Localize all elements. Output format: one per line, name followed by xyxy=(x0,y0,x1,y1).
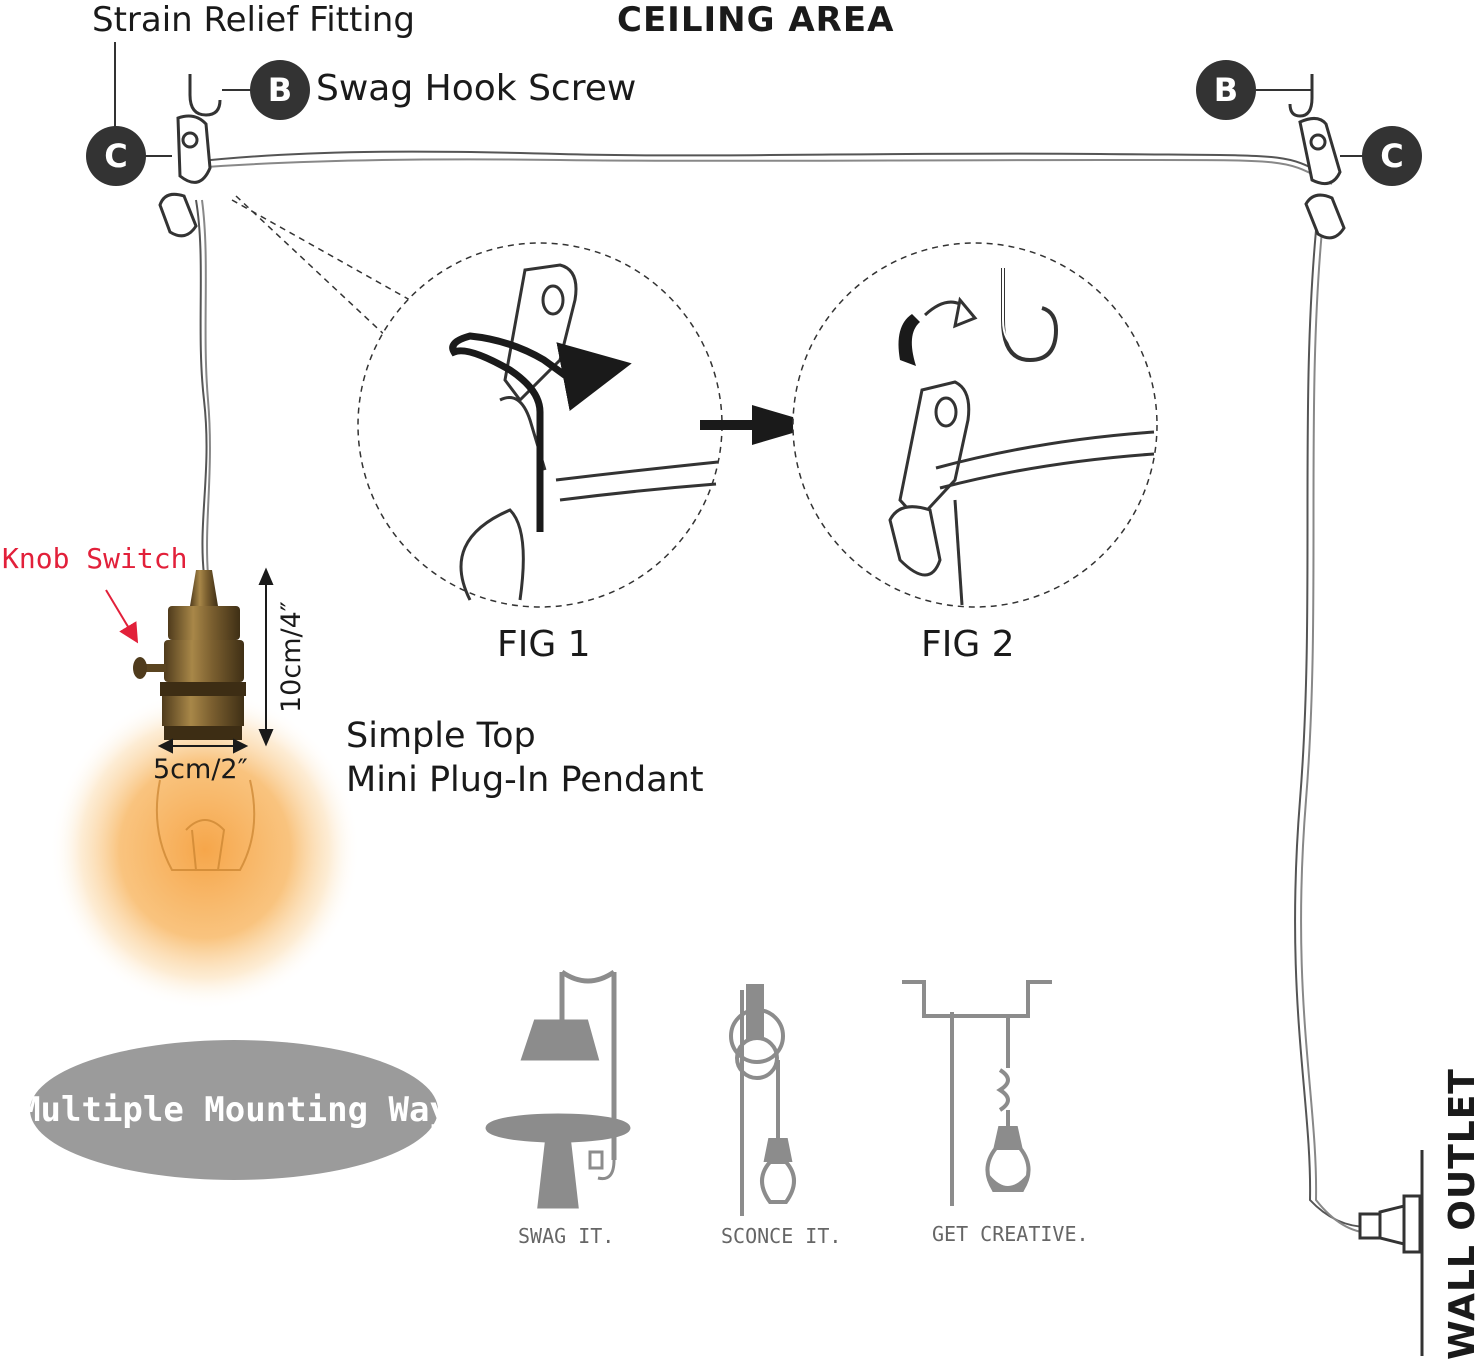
width-dimension xyxy=(157,738,249,754)
ceiling-cable xyxy=(191,150,1333,185)
left-hook-assembly xyxy=(158,74,222,238)
strain-relief-label: Strain Relief Fitting xyxy=(92,0,415,40)
left-drop-cable xyxy=(195,199,211,576)
knob-switch-arrow xyxy=(105,589,139,644)
swag-it-label: SWAG IT. xyxy=(518,1224,615,1248)
wall-outlet-label: WALL OUTLET xyxy=(1442,1068,1478,1360)
right-drop-cable xyxy=(1294,209,1381,1234)
sconce-it-icon xyxy=(729,984,796,1216)
swag-hook-label: Swag Hook Screw xyxy=(316,68,637,109)
swag-it-icon xyxy=(485,969,631,1209)
callout-lines xyxy=(231,195,411,341)
wall-outlet-plug xyxy=(1358,1150,1424,1356)
sconce-it-label: SCONCE IT. xyxy=(721,1224,842,1248)
badge-b-left: B xyxy=(250,60,310,120)
mini-pendant-label: Mini Plug-In Pendant xyxy=(346,760,704,800)
bulb-outline xyxy=(155,779,256,871)
fig2-illustration xyxy=(792,242,1158,608)
height-dimension xyxy=(258,567,274,747)
multiple-mounting-label: Multiple Mounting Way xyxy=(20,1090,450,1130)
knob-switch-label: Knob Switch xyxy=(2,542,188,575)
fig1-label: FIG 1 xyxy=(497,624,591,665)
badge-c-right: C xyxy=(1362,126,1422,186)
badge-b-right: B xyxy=(1196,60,1256,120)
right-hook-assembly xyxy=(1288,74,1346,240)
fig-arrow xyxy=(700,405,820,445)
get-creative-label: GET CREATIVE. xyxy=(932,1222,1089,1246)
height-dimension-label: 10cm/4″ xyxy=(276,601,307,713)
fig1-illustration xyxy=(357,242,723,608)
simple-top-label: Simple Top xyxy=(346,716,536,756)
fig2-label: FIG 2 xyxy=(921,624,1015,665)
get-creative-icon xyxy=(902,980,1052,1206)
bulb-glow xyxy=(50,690,360,1010)
ceiling-area-label: CEILING AREA xyxy=(617,0,895,40)
multiple-mounting-oval xyxy=(30,1040,438,1180)
badge-c-left: C xyxy=(86,126,146,186)
width-dimension-label: 5cm/2″ xyxy=(153,754,248,785)
lamp-holder xyxy=(133,570,246,740)
